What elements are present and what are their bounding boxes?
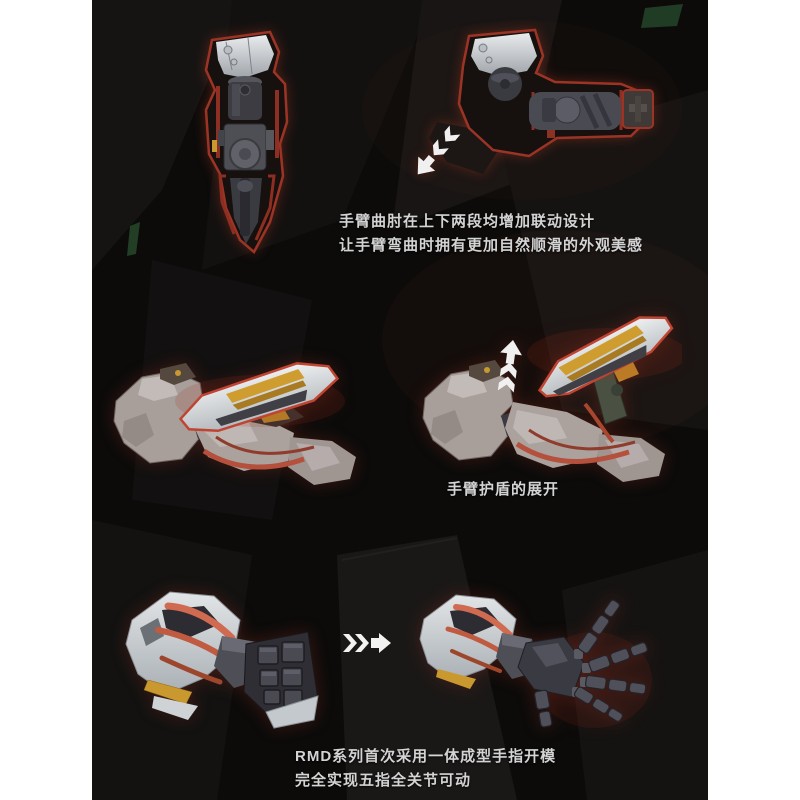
fingers-caption: RMD系列首次采用一体成型手指开模 完全实现五指全关节可动 — [295, 745, 556, 793]
palm — [517, 636, 585, 698]
fingers-caption-line2: 完全实现五指全关节可动 — [295, 772, 472, 789]
open-hand-figure — [419, 594, 652, 728]
elbow-straight-figure — [204, 30, 289, 254]
fingers-caption-line1: RMD系列首次采用一体成型手指开模 — [295, 748, 557, 765]
finger-thumb — [533, 689, 553, 728]
chevron-arrow-down-left-icon — [417, 125, 461, 175]
upper-armor — [471, 33, 537, 76]
elbow-caption-line1: 手臂曲肘在上下两段均增加联动设计 — [339, 213, 596, 230]
finger-pinky — [573, 686, 624, 722]
arm-shield — [178, 362, 340, 433]
dark-photo-panel: 手臂曲肘在上下两段均增加联动设计 让手臂弯曲时拥有更加自然顺滑的外观美感 — [92, 0, 708, 800]
double-chevron-arrow-right-icon — [343, 633, 391, 653]
arm-shield — [537, 316, 674, 398]
finger-middle — [588, 642, 648, 673]
arm-shield-stowed-figure — [113, 362, 356, 485]
elbow-caption: 手臂曲肘在上下两段均增加联动设计 让手臂弯曲时拥有更加自然顺滑的外观美感 — [339, 210, 643, 258]
upper-armor — [216, 35, 274, 78]
arm-shield-deployed-figure — [422, 316, 682, 482]
green-accent — [641, 4, 683, 28]
elbow-caption-line2: 让手臂弯曲时拥有更加自然顺滑的外观美感 — [339, 237, 644, 254]
chevron-arrow-up-icon — [497, 340, 522, 393]
shield-caption: 手臂护盾的展开 — [447, 478, 559, 502]
finger-ring — [584, 674, 647, 695]
shield-caption-line1: 手臂护盾的展开 — [447, 481, 560, 498]
elbow-bent-figure — [417, 28, 654, 175]
finger-index — [577, 599, 620, 654]
closed-fist-figure — [125, 591, 319, 729]
green-accent — [127, 222, 140, 256]
